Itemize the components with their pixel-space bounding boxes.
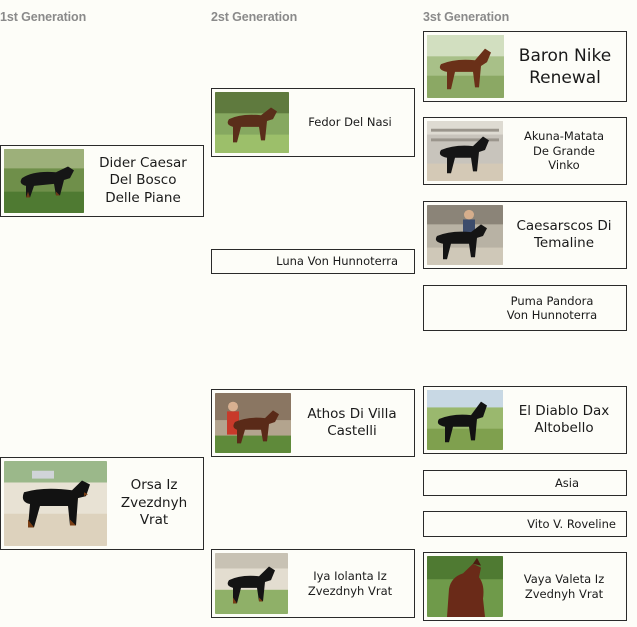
dog-photo <box>427 390 503 450</box>
generation-2-header: 2st Generation <box>211 10 298 24</box>
dog-photo <box>215 92 289 153</box>
pedigree-card-ddd[interactable]: Vaya Valeta Iz Zvednyh Vrat <box>423 552 627 621</box>
dog-name: Caesarscos Di Temaline <box>516 217 612 252</box>
dog-name: Vaya Valeta Iz Zvednyh Vrat <box>523 572 605 601</box>
dog-name: Dider Caesar Del Bosco Delle Piane <box>99 154 187 206</box>
pedigree-card-sire-sire[interactable]: Fedor Del Nasi <box>211 88 415 157</box>
dog-name: El Diablo Dax Altobello <box>518 402 610 437</box>
dog-photo <box>215 553 288 614</box>
dog-name: Puma Pandora Von Hunnoterra <box>506 293 598 323</box>
pedigree-card-dam-sire[interactable]: Athos Di Villa Castelli <box>211 389 415 457</box>
pedigree-card-sire-dam[interactable]: Luna Von Hunnoterra <box>211 249 415 274</box>
dog-name: Akuna-Matata De Grande Vinko <box>523 129 605 173</box>
pedigree-card-dds[interactable]: Vito V. Roveline <box>423 511 627 537</box>
generation-1-header: 1st Generation <box>0 10 87 24</box>
pedigree-card-sss[interactable]: Baron Nike Renewal <box>423 31 627 102</box>
dog-photo <box>427 205 503 265</box>
pedigree-card-dsd[interactable]: Asia <box>423 470 627 496</box>
generation-3-header: 3st Generation <box>423 10 510 24</box>
dog-photo <box>427 35 504 98</box>
pedigree-card-sdd[interactable]: Puma Pandora Von Hunnoterra <box>423 285 627 331</box>
pedigree-card-dam-dam[interactable]: Iya Iolanta Iz Zvezdnyh Vrat <box>211 549 415 618</box>
dog-name: Orsa Iz Zvezdnyh Vrat <box>120 477 188 529</box>
pedigree-card-dam[interactable]: Orsa Iz Zvezdnyh Vrat <box>0 457 204 550</box>
dog-photo <box>427 121 503 181</box>
dog-name: Asia <box>554 475 580 490</box>
dog-name: Baron Nike Renewal <box>518 45 612 88</box>
dog-photo <box>4 461 107 546</box>
dog-photo <box>4 149 84 213</box>
pedigree-card-dss[interactable]: El Diablo Dax Altobello <box>423 386 627 454</box>
pedigree-card-sire[interactable]: Dider Caesar Del Bosco Delle Piane <box>0 145 204 217</box>
dog-photo <box>427 556 503 617</box>
pedigree-card-sds[interactable]: Caesarscos Di Temaline <box>423 201 627 269</box>
dog-photo <box>215 393 291 453</box>
dog-name: Luna Von Hunnoterra <box>276 254 398 269</box>
dog-name: Fedor Del Nasi <box>308 115 392 130</box>
dog-name: Iya Iolanta Iz Zvezdnyh Vrat <box>307 569 393 598</box>
dog-name: Athos Di Villa Castelli <box>307 405 397 440</box>
pedigree-card-ssd[interactable]: Akuna-Matata De Grande Vinko <box>423 117 627 185</box>
dog-name: Vito V. Roveline <box>527 516 616 531</box>
